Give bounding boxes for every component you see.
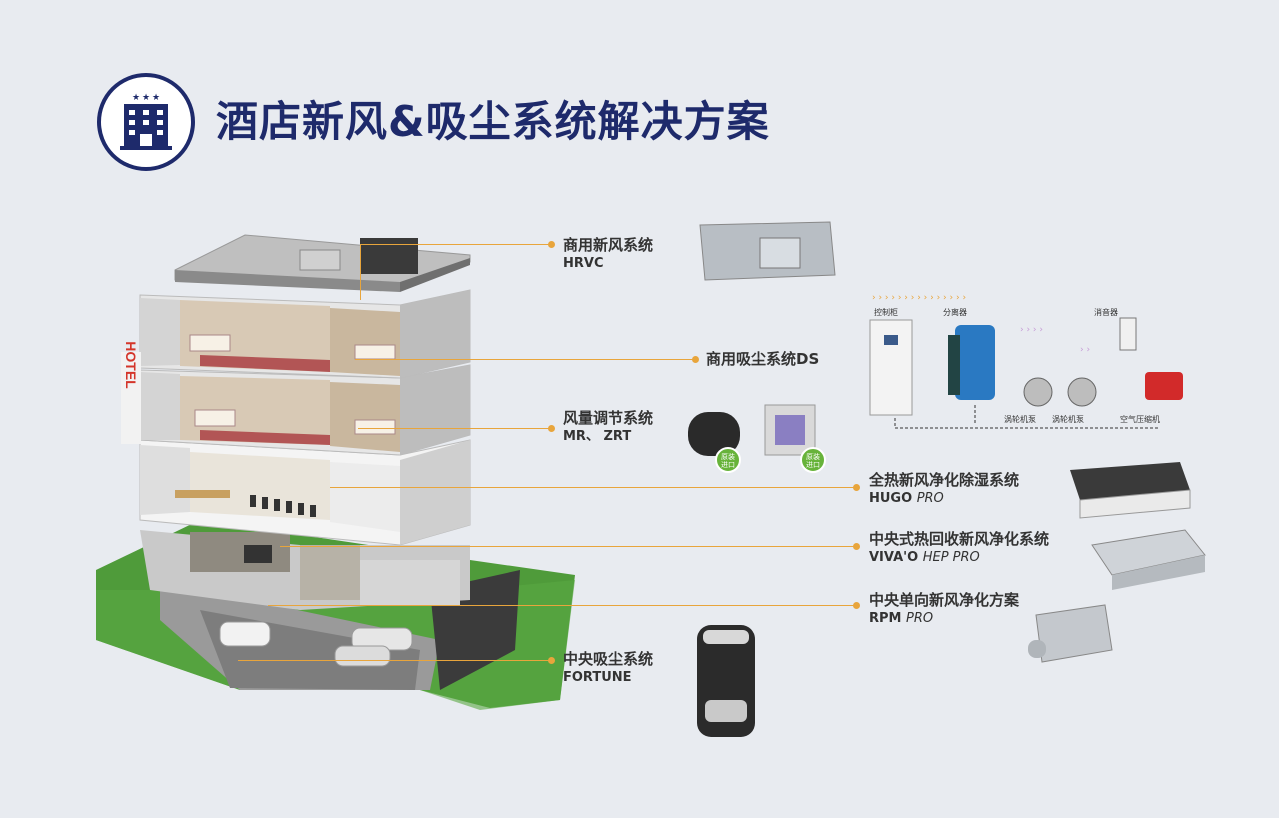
leader-dot-hugo: [853, 484, 860, 491]
label-hugo-cn: 全热新风净化除湿系统: [869, 471, 1020, 489]
leader-line-vivao: [280, 546, 855, 547]
fortune-vacuum-image: [697, 625, 755, 737]
label-hrvc-en: HRVC: [563, 256, 604, 271]
leader-dot-fortune: [548, 657, 555, 664]
air-compressor-label: 空气压缩机: [1120, 414, 1160, 424]
turbine-pump-label-2: 涡轮机泵: [1052, 414, 1084, 424]
leader-line-hrvc: [360, 244, 550, 245]
leader-dot-vivao: [853, 543, 860, 550]
label-fortune-cn: 中央吸尘系统: [563, 650, 654, 668]
leader-line-mr: [358, 428, 550, 429]
vacuum-system-schematic: › › › › › › › › › › › › › › › › › › › › ›…: [869, 293, 1183, 429]
hotel-sign-text: HOTEL: [123, 341, 139, 389]
turbine-pump-label-1: 涡轮机泵: [1004, 414, 1036, 424]
label-vivao-en: VIVA'O HEP PRO: [869, 550, 980, 565]
svg-text:★: ★: [132, 93, 140, 103]
leader-line-ds: [355, 359, 695, 360]
label-hrvc-cn: 商用新风系统: [563, 236, 654, 254]
badge-text-1b: 进口: [721, 461, 735, 469]
label-fortune-en: FORTUNE: [563, 670, 632, 685]
svg-text:› ›: › ›: [1080, 345, 1090, 355]
leader-dot-ds: [692, 356, 699, 363]
label-fortune: 中央吸尘系统 FORTUNE: [563, 650, 653, 686]
leader-line-hugo: [330, 487, 855, 488]
leader-line-rpm: [268, 605, 855, 606]
label-vivao: 中央式热回收新风净化系统 VIVA'O HEP PRO: [869, 530, 1049, 566]
badge-text-2b: 进口: [806, 461, 820, 469]
vivao-unit-image: [1091, 529, 1206, 590]
label-hugo-en: HUGO PRO: [869, 491, 944, 506]
control-cabinet-label: 控制柜: [874, 307, 898, 317]
label-rpm-cn: 中央单向新风净化方案: [869, 591, 1020, 609]
svg-text:★: ★: [152, 93, 160, 103]
damper-square-image: [764, 404, 816, 456]
svg-text:★: ★: [142, 93, 150, 103]
hrvc-unit-image: [699, 221, 836, 281]
leader-line-fortune: [238, 660, 550, 661]
svg-text:› › › ›: › › › ›: [1020, 325, 1043, 335]
separator-label: 分离器: [943, 307, 967, 317]
label-rpm: 中央单向新风净化方案 RPM PRO: [869, 591, 1019, 627]
leader-line-hrvc-v: [360, 244, 361, 300]
damper-round-image: [688, 412, 740, 456]
badge-text-1a: 原装: [721, 452, 735, 461]
badge-text-2a: 原装: [806, 452, 820, 461]
leader-dot-mr: [548, 425, 555, 432]
rpm-unit-image: [1028, 604, 1113, 663]
label-hugo: 全热新风净化除湿系统 HUGO PRO: [869, 471, 1019, 507]
label-mr-en: MR、 ZRT: [563, 429, 632, 444]
label-ds-cn: 商用吸尘系统DS: [706, 350, 820, 368]
leader-dot-hrvc: [548, 241, 555, 248]
label-mr: 风量调节系统 MR、 ZRT: [563, 409, 653, 445]
leader-dot-rpm: [853, 602, 860, 609]
badge-icon: 原装 进口 原装 进口: [715, 447, 826, 473]
label-hrvc: 商用新风系统 HRVC: [563, 236, 653, 272]
svg-text:› › › › › › › › › › › › › › ›: › › › › › › › › › › › › › › ›: [872, 293, 966, 303]
hugo-unit-image: [1070, 462, 1191, 519]
hotel-logo-icon: ★★★: [96, 72, 196, 176]
label-ds: 商用吸尘系统DS: [706, 350, 819, 369]
label-mr-cn: 风量调节系统: [563, 409, 654, 427]
page-title: 酒店新风&吸尘系统解决方案: [216, 97, 770, 146]
muffler-label: 消音器: [1094, 307, 1118, 317]
label-vivao-cn: 中央式热回收新风净化系统: [869, 530, 1050, 548]
label-rpm-en: RPM PRO: [869, 611, 934, 626]
